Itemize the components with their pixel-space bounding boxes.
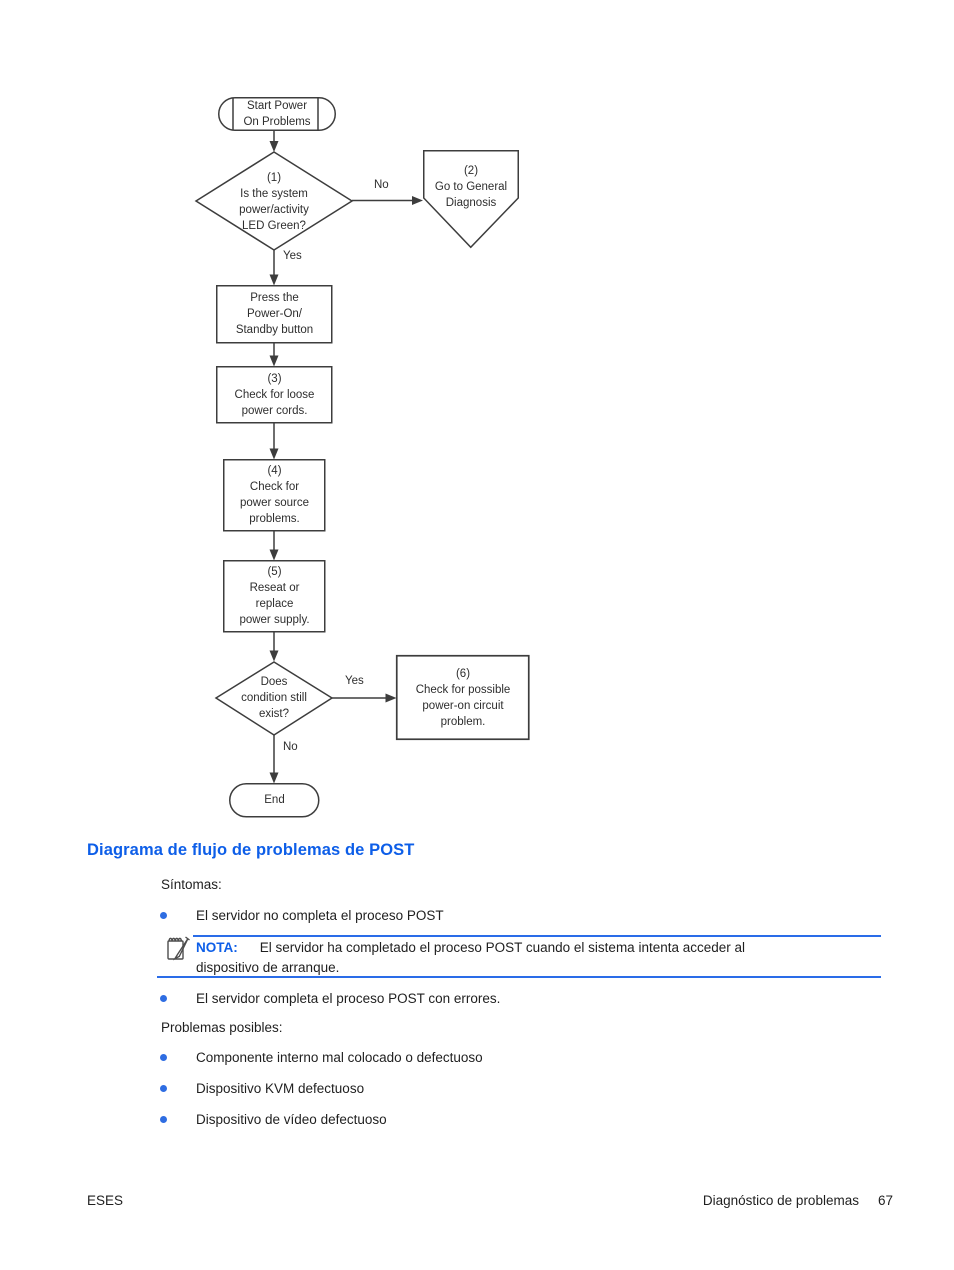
- section-heading: Diagrama de flujo de problemas de POST: [87, 841, 415, 859]
- footer-chapter-title: Diagnóstico de problemas: [702, 1193, 859, 1208]
- list-item: Componente interno mal colocado o defect…: [160, 1049, 483, 1066]
- box-5-label: (5) Reseat or replace power supply.: [239, 566, 310, 626]
- note-block: NOTA:El servidor ha completado el proces…: [196, 938, 896, 978]
- note-icon: [167, 936, 190, 961]
- sintomas-label: Síntomas:: [161, 877, 222, 892]
- bullet-dot: [160, 995, 167, 1002]
- list-item: Dispositivo de vídeo defectuoso: [160, 1111, 387, 1128]
- start-terminator-shape: [218, 97, 336, 131]
- edge-label-no-2: No: [283, 741, 298, 753]
- box-3-shape: [216, 366, 333, 424]
- list-item: El servidor completa el proceso POST con…: [160, 990, 500, 1007]
- edge-label-no-1: No: [374, 179, 389, 191]
- bullet-dot: [160, 1116, 167, 1123]
- note-rule-bottom: [157, 976, 881, 978]
- press-box-shape: [216, 285, 333, 344]
- list-item-text: Dispositivo KVM defectuoso: [196, 1081, 365, 1096]
- end-terminator-label: End: [264, 794, 285, 806]
- start-terminator-label: Start Power On Problems: [243, 100, 311, 128]
- box-3-label: (3) Check for loose power cords.: [234, 373, 315, 417]
- note-label: NOTA:: [196, 940, 238, 955]
- problemas-label: Problemas posibles:: [161, 1020, 283, 1035]
- box-4-label: (4) Check for power source problems.: [239, 465, 310, 525]
- box-6-label: (6) Check for possible power-on circuit …: [415, 668, 511, 728]
- bullet-dot: [160, 1054, 167, 1061]
- press-box-label: Press the Power-On/ Standby button: [235, 292, 314, 336]
- flowchart-image: [194, 97, 530, 818]
- arrowheads: [269, 141, 423, 784]
- note-text: El servidor ha completado el proceso POS…: [196, 940, 746, 975]
- edge-label-yes-2: Yes: [345, 675, 364, 687]
- list-item-text: Dispositivo de vídeo defectuoso: [196, 1112, 387, 1127]
- list-item: El servidor no completa el proceso POST: [160, 907, 444, 924]
- footer-doc-id: ESES: [87, 1193, 124, 1208]
- footer-page-number: 67: [877, 1193, 893, 1208]
- bullet-dot: [160, 1085, 167, 1092]
- decision-1-label: (1) Is the system power/activity LED Gre…: [239, 172, 309, 232]
- end-terminator-shape: [229, 783, 320, 818]
- bullet-dot: [160, 912, 167, 919]
- offpage-2-shape: [423, 150, 519, 249]
- offpage-2-label: (2) Go to General Diagnosis: [434, 165, 508, 209]
- list-item-text: Componente interno mal colocado o defect…: [196, 1050, 483, 1065]
- box-4-shape: [223, 459, 326, 532]
- footer-right: Diagnóstico de problemas 67: [703, 1193, 893, 1208]
- list-item-text: El servidor no completa el proceso POST: [196, 908, 444, 923]
- decision-2-label: Does condition still exist?: [241, 676, 307, 720]
- note-rule-top: [193, 935, 881, 937]
- list-item-text: El servidor completa el proceso POST con…: [196, 991, 501, 1006]
- box-5-shape: [223, 560, 326, 633]
- edge-label-yes-1: Yes: [283, 250, 302, 262]
- list-item: Dispositivo KVM defectuoso: [160, 1080, 364, 1097]
- box-6-shape: [395, 654, 530, 741]
